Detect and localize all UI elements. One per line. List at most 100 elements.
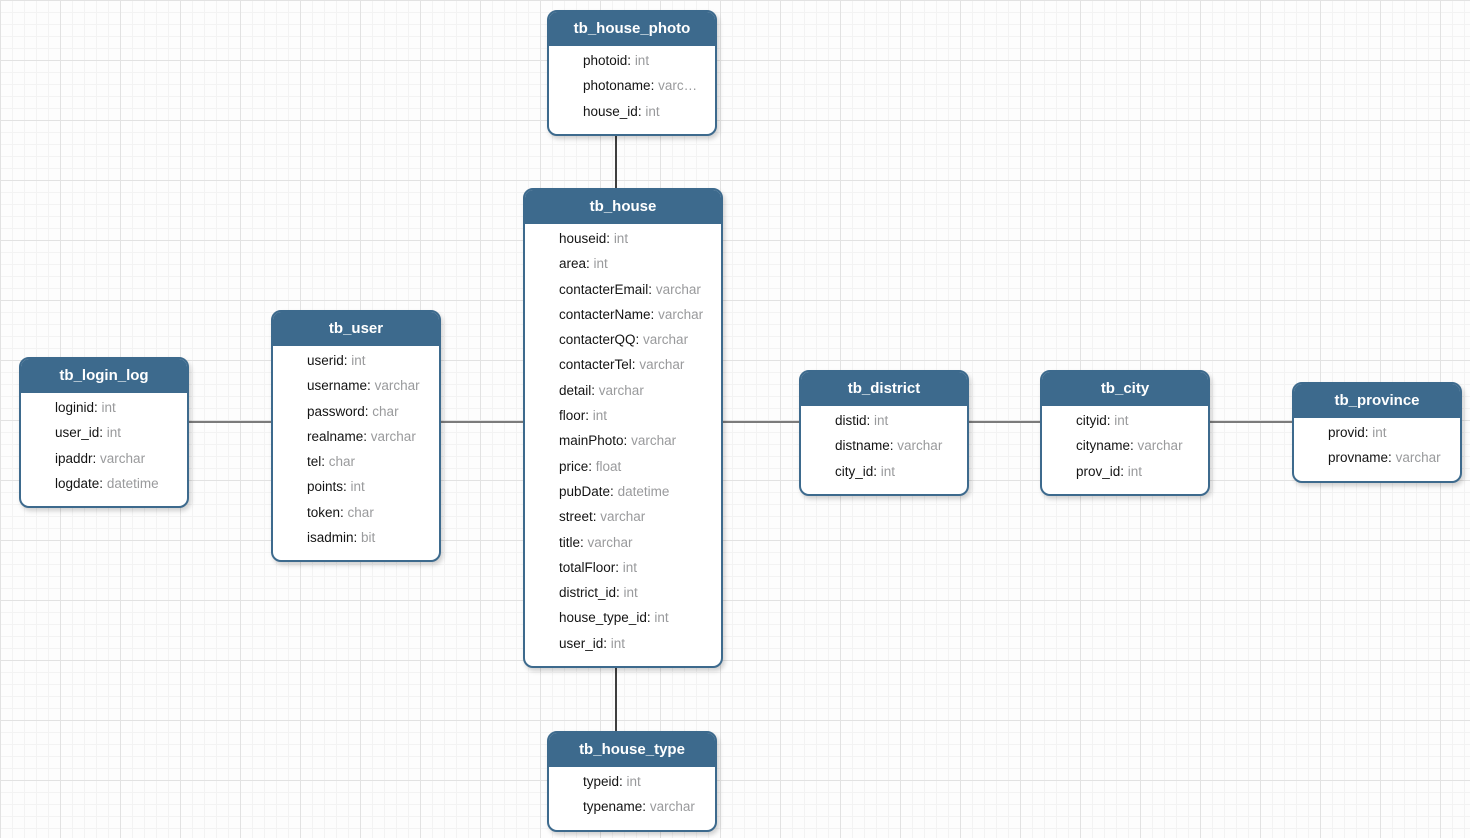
- table-header[interactable]: tb_house_type: [549, 733, 715, 767]
- field-type: datetime: [106, 475, 159, 491]
- field-row[interactable]: distid: int: [835, 408, 959, 433]
- field-row[interactable]: street: varchar: [559, 504, 713, 529]
- field-type: char: [347, 504, 374, 520]
- field-row[interactable]: district_id: int: [559, 580, 713, 605]
- field-row[interactable]: detail: varchar: [559, 378, 713, 403]
- field-row[interactable]: photoname: varc…: [583, 73, 707, 98]
- field-separator: :: [650, 78, 659, 94]
- field-separator: :: [353, 530, 362, 546]
- field-separator: :: [1106, 413, 1115, 428]
- field-row[interactable]: username: varchar: [307, 373, 431, 398]
- field-separator: :: [606, 231, 614, 246]
- field-row[interactable]: mainPhoto: varchar: [559, 428, 713, 453]
- field-row[interactable]: prov_id: int: [1076, 459, 1200, 484]
- relationship-line-tb_city-tb_province[interactable]: [1205, 421, 1298, 423]
- field-row[interactable]: tel: char: [307, 449, 431, 474]
- relationship-line-tb_login_log-tb_user[interactable]: [185, 421, 277, 423]
- field-name: realname: [307, 428, 364, 444]
- field-row[interactable]: user_id: int: [55, 420, 179, 445]
- table-title: tb_house: [589, 198, 657, 215]
- field-row[interactable]: points: int: [307, 474, 431, 499]
- field-name: typeid: [583, 774, 620, 789]
- field-row[interactable]: typeid: int: [583, 769, 707, 794]
- table-header[interactable]: tb_house_photo: [549, 12, 715, 46]
- field-row[interactable]: photoid: int: [583, 48, 707, 73]
- field-row[interactable]: provname: varchar: [1328, 445, 1452, 470]
- field-row[interactable]: floor: int: [559, 403, 713, 428]
- table-header[interactable]: tb_login_log: [21, 359, 187, 393]
- field-name: provname: [1328, 450, 1389, 466]
- field-name: user_id: [559, 635, 604, 651]
- field-row[interactable]: cityid: int: [1076, 408, 1200, 433]
- field-row[interactable]: isadmin: bit: [307, 525, 431, 550]
- field-row[interactable]: distname: varchar: [835, 433, 959, 458]
- field-type: varchar: [658, 306, 704, 322]
- field-separator: :: [340, 504, 348, 520]
- field-name: house_type_id: [559, 610, 647, 626]
- field-row[interactable]: contacterName: varchar: [559, 302, 713, 327]
- field-separator: :: [321, 454, 329, 470]
- field-name: ipaddr: [55, 450, 93, 466]
- field-type: int: [874, 413, 889, 428]
- field-row[interactable]: user_id: int: [559, 631, 713, 656]
- relationship-line-tb_district-tb_city[interactable]: [964, 421, 1046, 423]
- field-row[interactable]: typename: varchar: [583, 794, 707, 819]
- field-row[interactable]: city_id: int: [835, 459, 959, 484]
- relationship-line-tb_house-tb_district[interactable]: [717, 421, 805, 423]
- field-name: user_id: [55, 425, 100, 441]
- table-header[interactable]: tb_house: [525, 190, 721, 224]
- table-header[interactable]: tb_district: [801, 372, 967, 406]
- table-header[interactable]: tb_user: [273, 312, 439, 346]
- field-row[interactable]: house_id: int: [583, 99, 707, 124]
- field-type: int: [654, 610, 669, 626]
- field-type: varchar: [374, 378, 420, 394]
- field-type: int: [613, 231, 629, 246]
- field-row[interactable]: area: int: [559, 251, 713, 276]
- field-row[interactable]: contacterEmail: varchar: [559, 277, 713, 302]
- relationship-line-tb_house_photo-tb_house[interactable]: [615, 128, 617, 194]
- field-name: isadmin: [307, 530, 354, 546]
- field-row[interactable]: houseid: int: [559, 226, 713, 251]
- field-row[interactable]: logdate: datetime: [55, 471, 179, 496]
- field-row[interactable]: realname: varchar: [307, 424, 431, 449]
- field-separator: :: [637, 103, 646, 119]
- field-row[interactable]: password: char: [307, 399, 431, 424]
- field-row[interactable]: loginid: int: [55, 395, 179, 420]
- field-row[interactable]: cityname: varchar: [1076, 433, 1200, 458]
- table-header[interactable]: tb_province: [1294, 384, 1460, 418]
- field-row[interactable]: provid: int: [1328, 420, 1452, 445]
- field-name: floor: [559, 408, 586, 424]
- field-row[interactable]: pubDate: datetime: [559, 479, 713, 504]
- field-row[interactable]: house_type_id: int: [559, 605, 713, 630]
- table-header[interactable]: tb_city: [1042, 372, 1208, 406]
- field-row[interactable]: token: char: [307, 500, 431, 525]
- field-row[interactable]: title: varchar: [559, 530, 713, 555]
- relationship-line-tb_house-tb_house_type[interactable]: [615, 660, 617, 737]
- field-type: varchar: [643, 332, 689, 348]
- field-separator: :: [364, 403, 373, 419]
- field-row[interactable]: totalFloor: int: [559, 555, 713, 580]
- field-type: int: [593, 256, 608, 272]
- field-row[interactable]: userid: int: [307, 348, 431, 373]
- field-type: int: [101, 400, 116, 415]
- field-separator: :: [343, 479, 351, 495]
- relationship-line-tb_user-tb_house[interactable]: [436, 421, 528, 423]
- field-row[interactable]: contacterQQ: varchar: [559, 327, 713, 352]
- field-row[interactable]: price: float: [559, 454, 713, 479]
- field-row[interactable]: contacterTel: varchar: [559, 352, 713, 377]
- field-row[interactable]: ipaddr: varchar: [55, 446, 179, 471]
- field-separator: :: [603, 635, 611, 651]
- field-separator: :: [873, 463, 881, 479]
- table-title: tb_user: [328, 320, 384, 337]
